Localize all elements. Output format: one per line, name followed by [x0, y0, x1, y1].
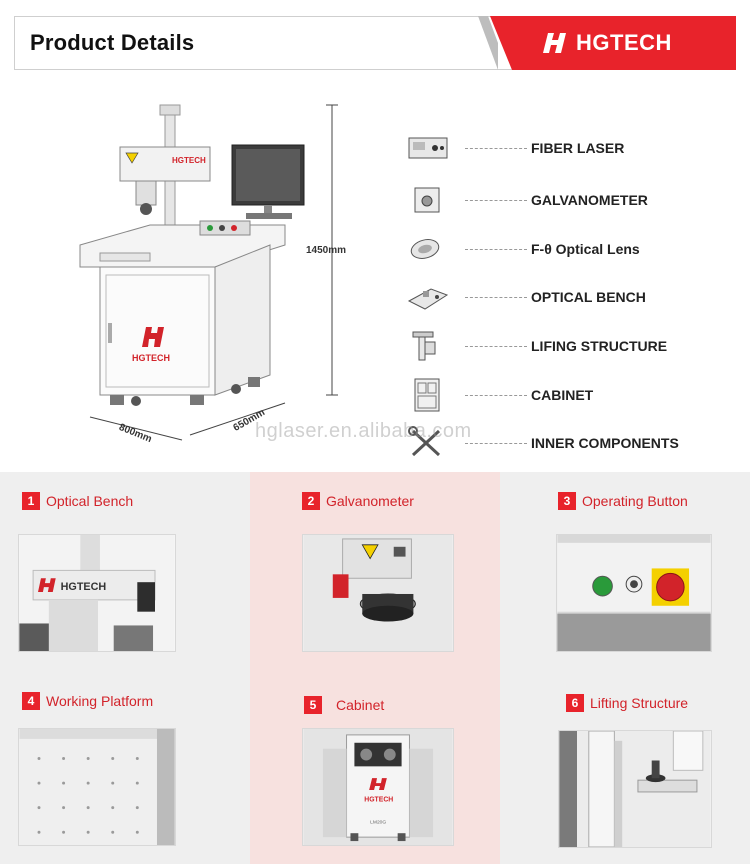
- galvanometer-icon: [414, 187, 440, 213]
- detail-label: Operating Button: [582, 493, 688, 509]
- hgtech-logo-icon: [543, 33, 566, 53]
- component-label: LIFING STRUCTURE: [531, 338, 668, 354]
- brand-name: HGTECH: [576, 30, 672, 55]
- tools-icon: [408, 426, 441, 457]
- photo-brand-text: HGTECH: [61, 581, 107, 593]
- component-label: OPTICAL BENCH: [531, 289, 646, 305]
- photo-brand-text: HGTECH: [364, 797, 393, 804]
- component-fiber-laser: FIBER LASER: [405, 130, 705, 168]
- detail-tile-operating-button: 3 Operating Button: [500, 472, 750, 670]
- component-cabinet: CABINET: [405, 377, 705, 415]
- component-label: GALVANOMETER: [531, 192, 648, 208]
- detail-tile-galvanometer: 2 Galvanometer: [250, 472, 500, 670]
- galvanometer-photo: [302, 534, 454, 652]
- component-label: FIBER LASER: [531, 140, 625, 156]
- detail-number: 5: [304, 696, 322, 714]
- optical-bench-icon: [407, 288, 449, 310]
- detail-tile-working-platform: 4 Working Platform: [0, 670, 250, 864]
- cabinet-photo: HGTECH LM20G: [302, 728, 454, 846]
- cabinet-logo-text: HGTECH: [132, 353, 170, 363]
- detail-label: Working Platform: [46, 693, 154, 709]
- detail-tile-optical-bench: 1 Optical Bench HGTECH: [0, 472, 250, 670]
- detail-label: Lifting Structure: [590, 695, 689, 711]
- fiber-laser-icon: [408, 137, 448, 159]
- detail-number: 4: [22, 692, 40, 710]
- detail-label: Cabinet: [336, 697, 385, 713]
- page-title: Product Details: [30, 30, 195, 55]
- lens-icon: [410, 239, 440, 259]
- detail-tile-cabinet: 5 Cabinet HGTECH LM20G: [250, 670, 500, 864]
- component-inner-components: INNER COMPONENTS: [405, 425, 705, 463]
- detail-number: 1: [22, 492, 40, 510]
- operating-button-photo: [556, 534, 712, 652]
- detail-tile-lifting-structure: 6 Lifting Structure: [500, 670, 750, 864]
- component-lifting-structure: LIFING STRUCTURE: [405, 328, 705, 366]
- component-optical-bench: OPTICAL BENCH: [405, 279, 705, 317]
- height-dimension: 1450mm: [306, 245, 347, 256]
- watermark: hglaser.en.alibaba.com: [255, 420, 472, 442]
- component-label: INNER COMPONENTS: [531, 435, 679, 451]
- lifting-structure-icon: [412, 331, 436, 361]
- detail-number: 3: [558, 492, 576, 510]
- detail-number: 2: [302, 492, 320, 510]
- header-brand-panel: [490, 16, 736, 70]
- optical-bench-photo: HGTECH: [18, 534, 176, 652]
- detail-label: Galvanometer: [326, 493, 414, 509]
- brand-logo: HGTECH: [542, 30, 672, 56]
- detail-label: Optical Bench: [46, 493, 134, 509]
- header-banner: Product Details HGTECH: [14, 16, 736, 70]
- photo-model-text: LM20G: [370, 819, 386, 825]
- component-lens: F-θ Optical Lens: [405, 231, 705, 269]
- head-logo-text: HGTECH: [172, 156, 206, 165]
- component-galvanometer: GALVANOMETER: [405, 182, 705, 220]
- laser-machine-illustration: HGTECH HGTECH: [79, 104, 338, 441]
- working-platform-photo: [18, 728, 176, 846]
- cabinet-icon: [414, 378, 440, 412]
- component-label: CABINET: [531, 387, 594, 403]
- component-label: F-θ Optical Lens: [531, 241, 640, 257]
- lifting-structure-photo: [558, 730, 712, 848]
- detail-number: 6: [566, 694, 584, 712]
